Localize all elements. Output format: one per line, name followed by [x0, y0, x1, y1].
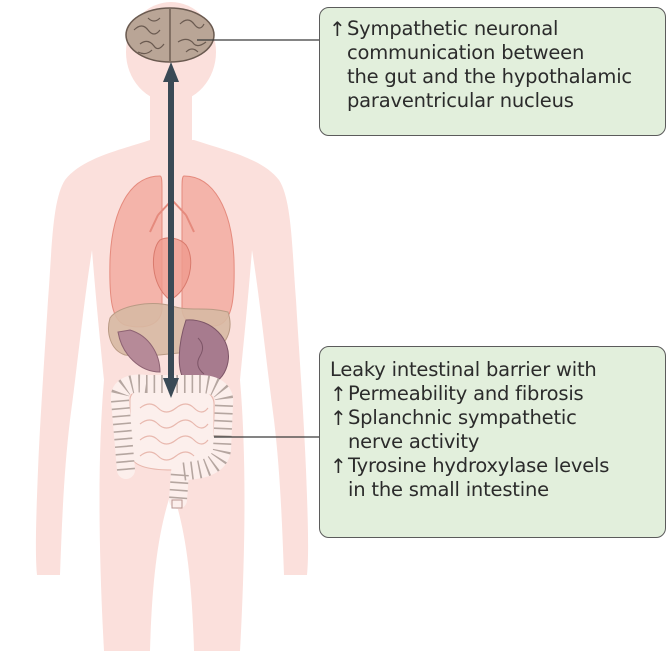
gut-callout-heading: Leaky intestinal barrier with — [330, 358, 659, 382]
brain-callout-line: Sympathetic neuronal — [347, 17, 659, 41]
brain-callout-box: ↑ Sympathetic neuronal communication bet… — [319, 7, 666, 136]
brain-callout-line: paraventricular nucleus — [347, 89, 659, 113]
up-arrow-icon: ↑ — [330, 382, 348, 406]
gut-callout-item: ↑ Splanchnic sympathetic nerve activity — [330, 406, 659, 454]
up-arrow-icon: ↑ — [330, 454, 348, 478]
brain-callout-item: ↑ Sympathetic neuronal communication bet… — [329, 17, 659, 113]
gut-item-line: in the small intestine — [348, 478, 659, 502]
gut-callout-item: ↑ Tyrosine hydroxylase levels in the sma… — [330, 454, 659, 502]
brain-callout-line: the gut and the hypothalamic — [347, 65, 659, 89]
gut-callout-item: ↑ Permeability and fibrosis — [330, 382, 659, 406]
up-arrow-icon: ↑ — [330, 406, 348, 430]
gut-item-text: Splanchnic sympathetic nerve activity — [348, 406, 659, 454]
gut-item-line: Splanchnic sympathetic — [348, 406, 659, 430]
gut-item-text: Permeability and fibrosis — [348, 382, 659, 406]
gut-item-line: nerve activity — [348, 430, 659, 454]
gut-item-line: Permeability and fibrosis — [348, 382, 659, 406]
up-arrow-icon: ↑ — [329, 17, 347, 41]
brain — [126, 8, 214, 62]
gut-item-line: Tyrosine hydroxylase levels — [348, 454, 659, 478]
gut-item-text: Tyrosine hydroxylase levels in the small… — [348, 454, 659, 502]
brain-callout-line: communication between — [347, 41, 659, 65]
gut-callout-box: Leaky intestinal barrier with ↑ Permeabi… — [319, 346, 666, 538]
brain-callout-text: Sympathetic neuronal communication betwe… — [347, 17, 659, 113]
